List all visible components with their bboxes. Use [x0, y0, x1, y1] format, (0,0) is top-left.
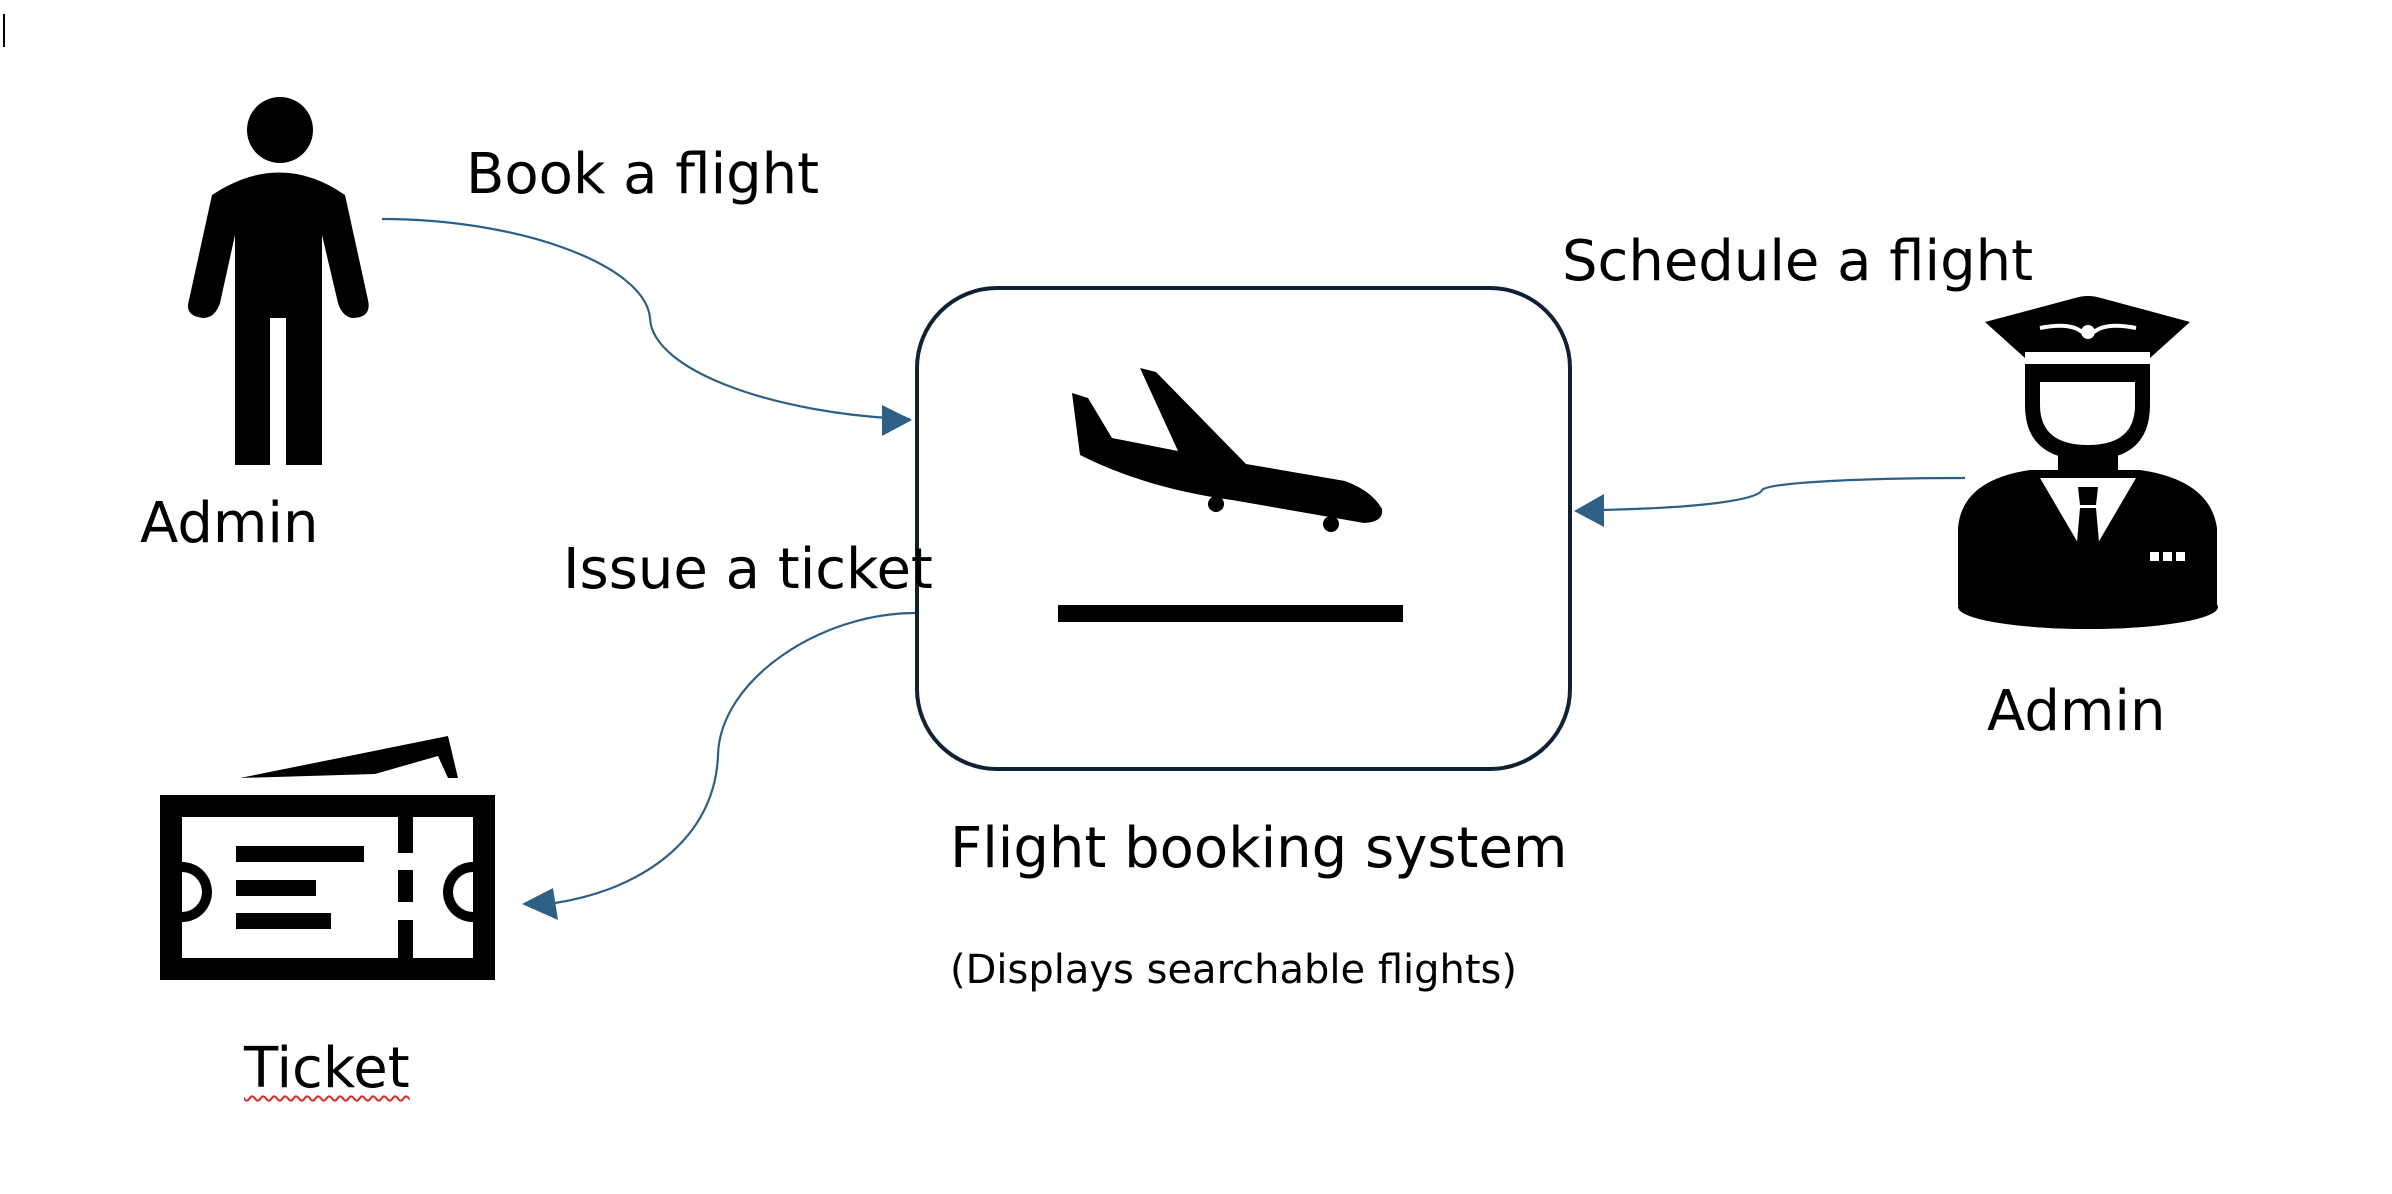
- ticket-icon: [160, 736, 495, 980]
- admin-left-label: Admin: [140, 491, 319, 556]
- system-subtitle: (Displays searchable flights): [950, 947, 1517, 993]
- system-box: [915, 286, 1572, 771]
- issue-ticket-arrowhead: [522, 888, 558, 920]
- issue-ticket-label: Issue a ticket: [563, 537, 933, 602]
- book-flight-arrow: [381, 217, 911, 422]
- admin-right-label: Admin: [1987, 679, 2166, 744]
- airplane-takeoff-icon: [1058, 368, 1403, 622]
- person-icon: [187, 97, 369, 465]
- ticket-label: Ticket: [244, 1036, 410, 1101]
- pilot-icon: [1958, 296, 2218, 629]
- book-flight-label: Book a flight: [466, 142, 820, 207]
- text-cursor: [3, 14, 5, 47]
- schedule-flight-arrowhead: [1574, 494, 1604, 527]
- schedule-flight-label: Schedule a flight: [1562, 229, 2034, 294]
- system-title: Flight booking system: [950, 816, 1568, 881]
- book-flight-arrowhead: [882, 405, 912, 436]
- issue-ticket-arrow: [554, 611, 916, 905]
- schedule-flight-arrow: [1599, 476, 1966, 512]
